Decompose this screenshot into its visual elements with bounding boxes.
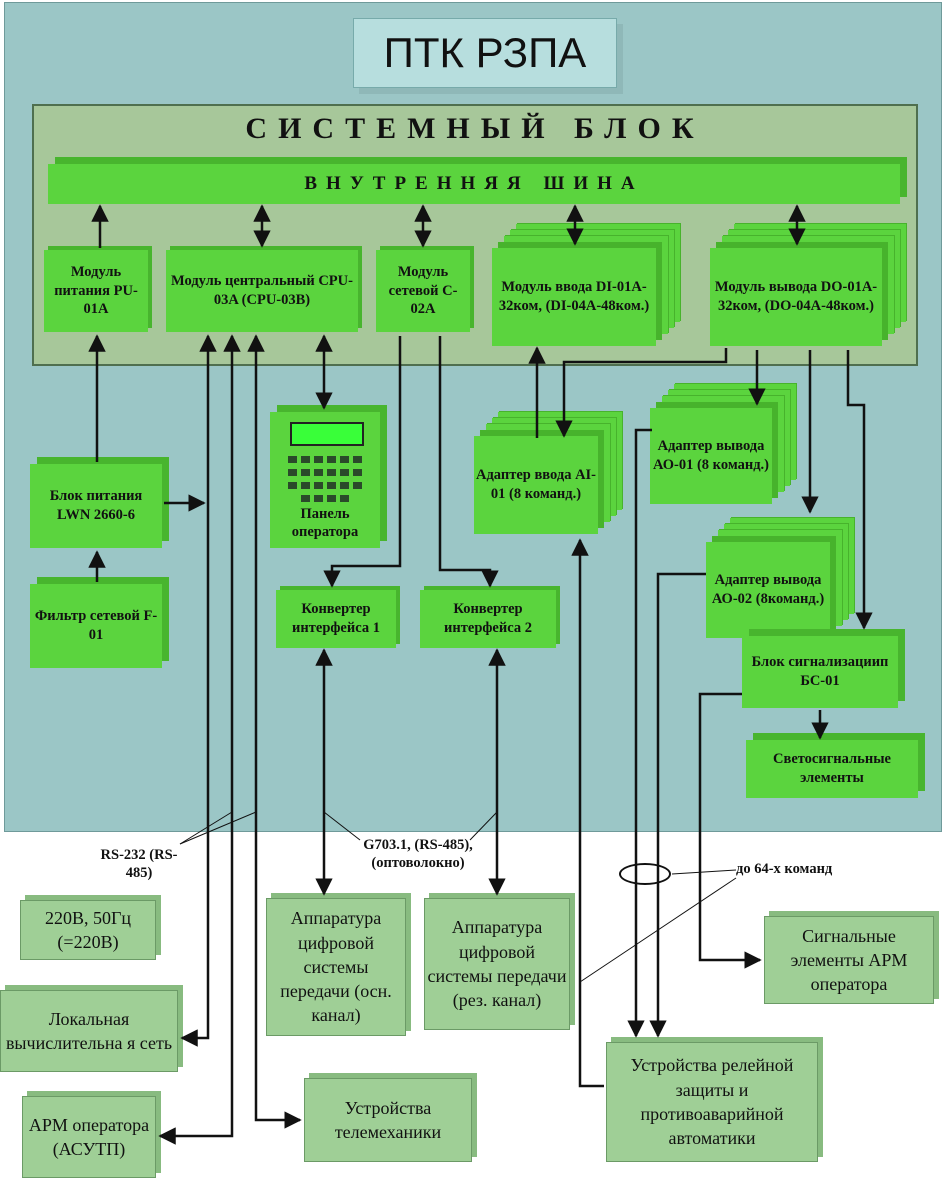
panel-key xyxy=(327,469,336,476)
panel-key xyxy=(327,456,336,463)
panel-key xyxy=(327,495,336,502)
filter-block: Фильтр сетевой F-01 xyxy=(30,584,162,668)
external-lan: Локальная вычислительна я сеть xyxy=(0,990,178,1072)
module-power: Модуль питания PU-01A xyxy=(44,250,148,332)
panel-key xyxy=(340,469,349,476)
converter-2: Конвертер интерфейса 2 xyxy=(420,590,556,648)
adapter-ao2: Адаптер вывода АО-02 (8команд.) xyxy=(706,542,830,638)
panel-key xyxy=(340,482,349,489)
label-g703: G703.1, (RS-485), (оптоволокно) xyxy=(363,837,473,872)
external-digital-main: Аппаратура цифровой системы передачи (ос… xyxy=(266,898,406,1036)
panel-screen xyxy=(290,422,364,446)
external-arm-signals: Сигнальные элементы АРМ оператора xyxy=(764,916,934,1004)
panel-key xyxy=(288,456,297,463)
internal-bus: ВНУТРЕННЯЯ ШИНА xyxy=(48,164,900,204)
module-input: Модуль ввода DI-01A-32ком, (DI-04A-48ком… xyxy=(492,248,656,346)
panel-key xyxy=(353,482,362,489)
panel-key xyxy=(340,456,349,463)
panel-key xyxy=(314,482,323,489)
panel-key xyxy=(301,469,310,476)
panel-key xyxy=(301,495,310,502)
panel-key xyxy=(340,495,349,502)
panel-key xyxy=(353,456,362,463)
bundle-oval xyxy=(619,863,671,885)
adapter-ao1: Адаптер вывода АО-01 (8 команд.) xyxy=(650,408,772,504)
panel-key xyxy=(327,482,336,489)
panel-key xyxy=(314,495,323,502)
converter-1: Конвертер интерфейса 1 xyxy=(276,590,396,648)
light-elements: Светосигнальные элементы xyxy=(746,740,918,798)
module-network: Модуль сетевой C-02A xyxy=(376,250,470,332)
panel-key xyxy=(314,469,323,476)
power-supply-block: Блок питания LWN 2660-6 xyxy=(30,464,162,548)
panel-key xyxy=(301,456,310,463)
external-power-220: 220В, 50Гц (=220В) xyxy=(20,900,156,960)
module-output: Модуль вывода DO-01A-32ком, (DO-04A-48ко… xyxy=(710,248,882,346)
module-cpu: Модуль центральный CPU-03A (CPU-03B) xyxy=(166,250,358,332)
panel-key xyxy=(314,456,323,463)
external-digital-reserve: Аппаратура цифровой системы передачи (ре… xyxy=(424,898,570,1030)
panel-key xyxy=(288,482,297,489)
external-telemechanics: Устройства телемеханики xyxy=(304,1078,472,1162)
label-rs232: RS-232 (RS-485) xyxy=(100,847,178,882)
signal-block: Блок сигнализациип БС-01 xyxy=(742,636,898,708)
adapter-ai: Адаптер ввода AI-01 (8 команд.) xyxy=(474,436,598,534)
panel-key xyxy=(301,482,310,489)
label-commands: до 64-х команд xyxy=(736,861,833,877)
panel-key xyxy=(288,469,297,476)
external-relay: Устройства релейной защиты и противоавар… xyxy=(606,1042,818,1162)
external-arm-asutp: АРМ оператора (АСУТП) xyxy=(22,1096,156,1178)
panel-key xyxy=(353,469,362,476)
system-block-title: СИСТЕМНЫЙ БЛОК xyxy=(245,112,705,145)
page-title: ПТК РЗПА xyxy=(353,18,617,88)
